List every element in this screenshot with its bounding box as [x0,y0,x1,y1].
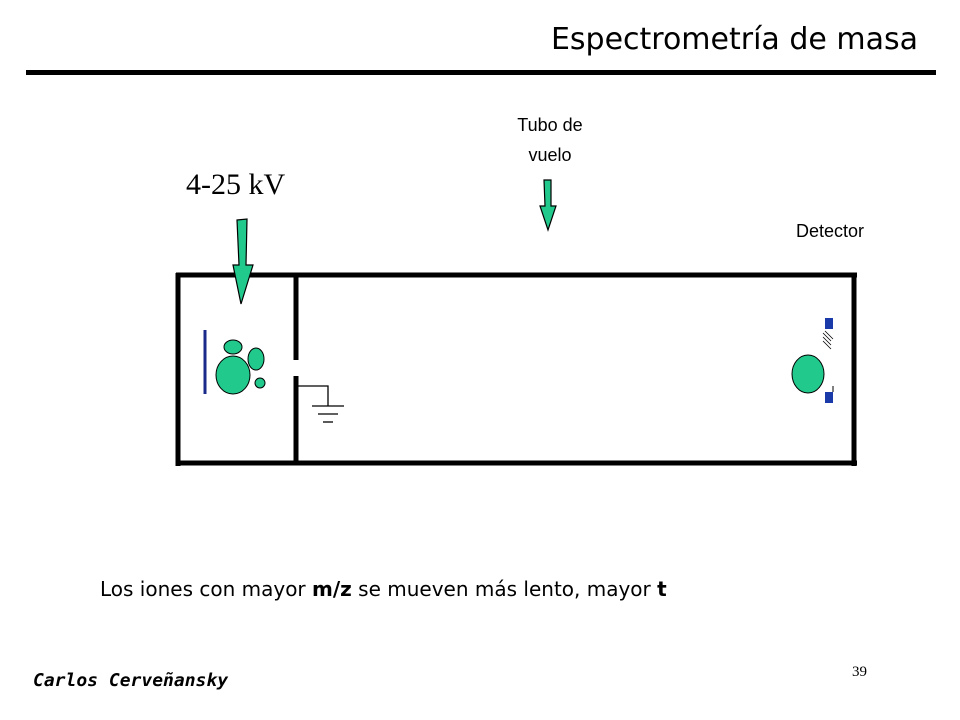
ground-symbol-icon [296,385,344,423]
caption-part1: Los iones con mayor [100,577,313,601]
caption-t: t [657,577,667,601]
ion-at-detector [791,354,825,394]
down-arrow-icon [232,218,254,305]
flight-tube-label-line2: vuelo [528,145,572,165]
page-number: 39 [852,664,867,680]
caption-mz: m/z [312,577,352,601]
detector-plate [822,318,834,403]
ion-tiny [254,377,266,389]
caption-part2: se mueven más lento, mayor [351,577,658,601]
caption: Los iones con mayor m/z se mueven más le… [100,577,900,601]
author-name: Carlos Cerveñansky [33,670,229,691]
flight-tube-label-line1: Tubo de [517,115,583,135]
title-rule [26,70,936,75]
ion-large [215,355,251,395]
chamber-frame [175,272,857,466]
flight-tube-label: Tubo de vuelo [480,110,620,170]
slide-title: Espectrometría de masa [550,22,918,57]
ion-cluster [215,339,266,395]
ion-small [223,339,243,355]
down-arrow-icon [539,179,557,232]
voltage-label: 4-25 kV [186,168,286,201]
detector-label: Detector [795,221,865,241]
ion-medium [247,347,265,371]
